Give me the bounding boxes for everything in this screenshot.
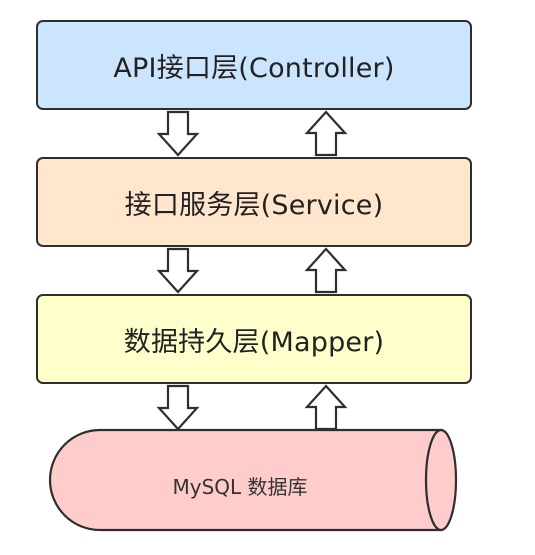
mapper-layer-box: 数据持久层(Mapper): [36, 294, 472, 384]
up-arrow-service-to-controller: [304, 110, 348, 157]
service-layer-box: 接口服务层(Service): [36, 157, 472, 247]
down-arrow-service-to-mapper: [156, 247, 200, 294]
controller-layer-box: API接口层(Controller): [36, 20, 472, 110]
up-arrow-database-to-mapper: [304, 384, 348, 431]
database-cylinder-cap: [424, 428, 458, 532]
mapper-layer-label: 数据持久层(Mapper): [123, 326, 385, 358]
down-arrow-mapper-to-database: [156, 384, 200, 431]
service-layer-label: 接口服务层(Service): [124, 189, 384, 221]
database-label: MySQL 数据库: [172, 474, 308, 499]
database-cylinder-body: [48, 428, 443, 532]
down-arrow-controller-to-service: [156, 110, 200, 157]
controller-layer-label: API接口层(Controller): [113, 52, 395, 84]
up-arrow-mapper-to-service: [304, 247, 348, 294]
